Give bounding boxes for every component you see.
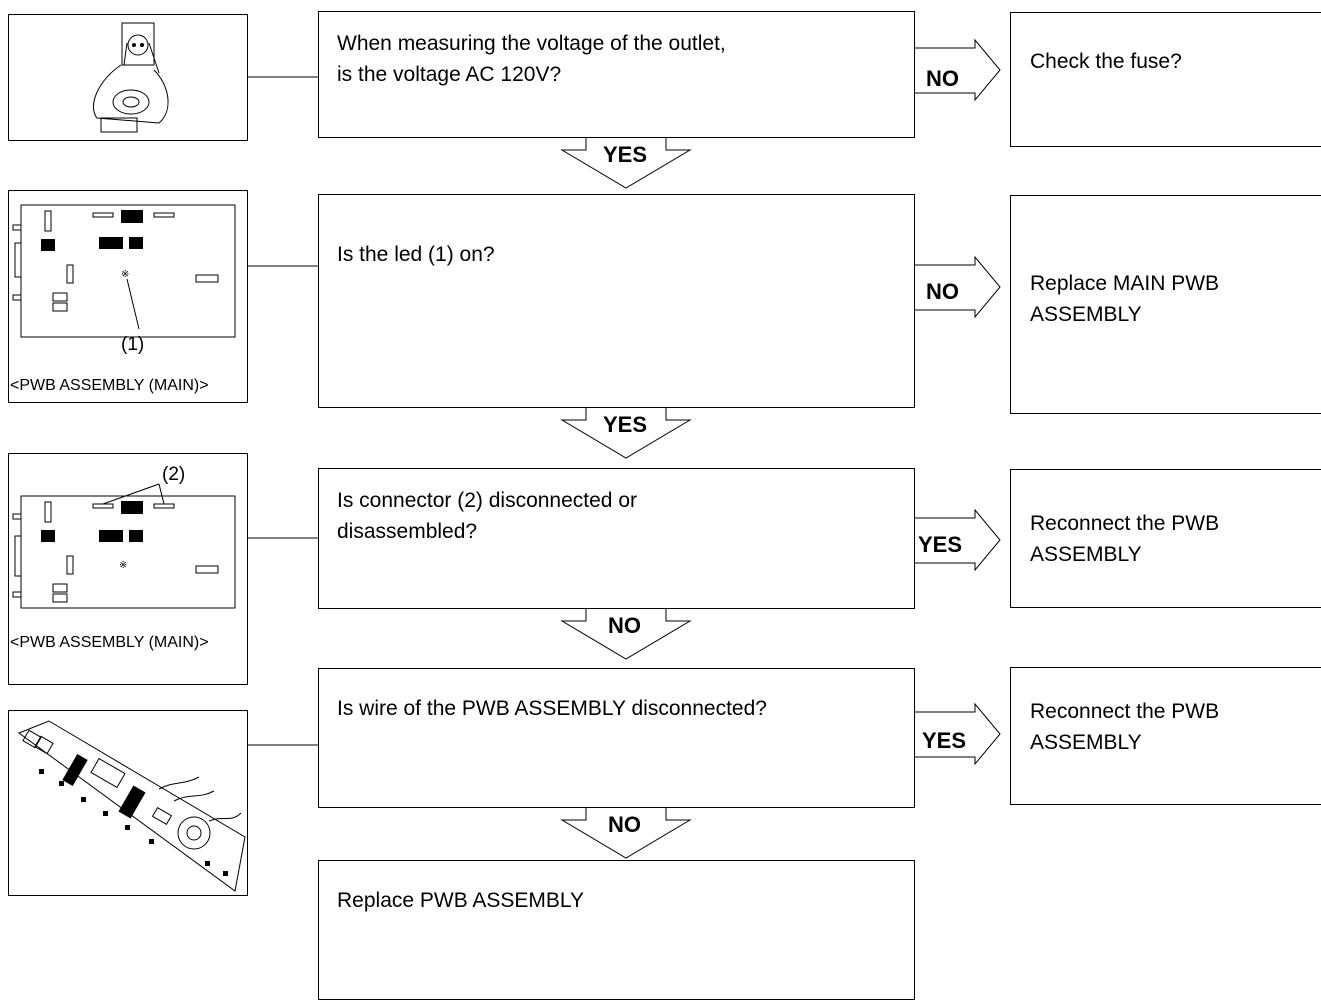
step-2-action-box: Replace MAIN PWB ASSEMBLY: [1010, 195, 1321, 414]
arrow-right-4: [914, 702, 1001, 766]
figure-2-caption: <PWB ASSEMBLY (MAIN)>: [10, 377, 209, 394]
step-2-down-label: YES: [603, 412, 648, 437]
svg-text:※: ※: [119, 560, 127, 571]
step-1-action: Check the fuse?: [1030, 50, 1182, 73]
step-2-side-label: NO: [926, 279, 959, 304]
step-1-side-label: NO: [926, 66, 959, 91]
display-pwb-icon: [17, 720, 246, 892]
step-1-action-box: Check the fuse?: [1010, 12, 1321, 147]
connector-callout: (2): [162, 464, 186, 485]
step-3-question: Is connector (2) disconnected or disasse…: [337, 489, 637, 543]
figure-outlet-multimeter: [8, 14, 248, 141]
arrow-down-1: [560, 138, 692, 189]
step-3-side-label: YES: [918, 532, 963, 557]
step-1-down-label: YES: [603, 142, 648, 167]
step-4-side-label: YES: [922, 728, 967, 753]
figure-pwb-main-connector: ※ (2) <PWB ASSEMBLY (MAIN)>: [8, 453, 248, 685]
arrow-right-1: [914, 38, 1001, 102]
figure-pwb-display-board: [8, 710, 248, 896]
multimeter-icon: [92, 22, 169, 133]
step-4-action: Reconnect the PWB ASSEMBLY: [1030, 700, 1220, 754]
arrow-down-2: [560, 408, 692, 459]
step-2-action: Replace MAIN PWB ASSEMBLY: [1030, 272, 1220, 326]
step-2-question-box: Is the led (1) on?: [318, 194, 915, 408]
arrow-right-2: [914, 255, 1001, 319]
step-4-question-box: Is wire of the PWB ASSEMBLY disconnected…: [318, 668, 915, 808]
svg-text:※: ※: [121, 269, 129, 280]
pwb-board-icon: ※: [12, 483, 236, 609]
final-action-box: Replace PWB ASSEMBLY: [318, 860, 915, 1000]
step-4-down-label: NO: [608, 812, 641, 837]
step-3-down-label: NO: [608, 613, 641, 638]
step-3-action-box: Reconnect the PWB ASSEMBLY: [1010, 469, 1321, 608]
figure-pwb-main-led: ※ (1) <PWB ASSEMBLY (MAIN)>: [8, 190, 248, 403]
arrow-right-3: [914, 508, 1001, 572]
step-4-question: Is wire of the PWB ASSEMBLY disconnected…: [337, 697, 767, 720]
arrow-down-3: [560, 609, 692, 660]
step-3-action: Reconnect the PWB ASSEMBLY: [1030, 512, 1220, 566]
step-1-question-box: When measuring the voltage of the outlet…: [318, 11, 915, 138]
step-1-question: When measuring the voltage of the outlet…: [337, 32, 726, 86]
arrow-down-4: [560, 808, 692, 859]
pwb-board-icon: ※: [12, 204, 236, 338]
step-2-question: Is the led (1) on?: [337, 243, 495, 266]
step-4-action-box: Reconnect the PWB ASSEMBLY: [1010, 667, 1321, 805]
figure-3-caption: <PWB ASSEMBLY (MAIN)>: [10, 634, 209, 651]
led-callout: (1): [121, 334, 145, 355]
step-3-question-box: Is connector (2) disconnected or disasse…: [318, 468, 915, 609]
final-action: Replace PWB ASSEMBLY: [337, 889, 585, 912]
